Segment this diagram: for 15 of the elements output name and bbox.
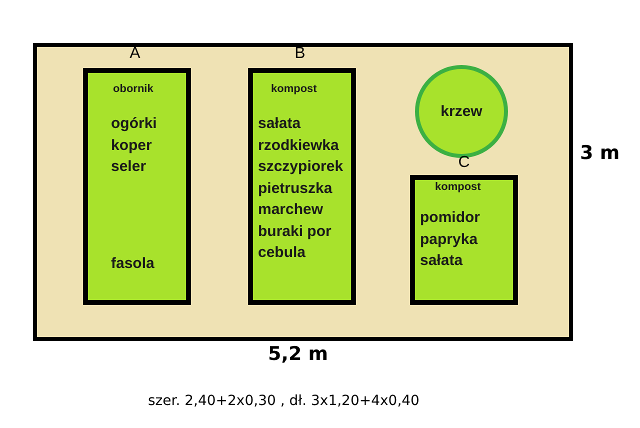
- bed-letter: A: [128, 45, 142, 63]
- plant-list: krzew: [440, 100, 482, 122]
- dimension-label: 5,2 m: [268, 343, 328, 365]
- plant-list: sałata rzodkiewka szczypiorek pietruszka marchew buraki por cebula: [258, 113, 344, 264]
- fertilizer-label: obornik: [113, 83, 154, 95]
- plant-list: pomidor papryka sałata: [420, 207, 480, 272]
- bed-letter: B: [294, 45, 306, 63]
- dimension-label: 3 m: [580, 142, 620, 164]
- garden-plot: [33, 43, 573, 341]
- formula-note: szer. 2,40+2x0,30 , dł. 3x1,20+4x0,40: [148, 393, 420, 409]
- plant-list: fasola: [111, 253, 154, 274]
- fertilizer-label: kompost: [435, 181, 481, 193]
- plant-list: ogórki koper seler: [111, 113, 157, 178]
- fertilizer-label: kompost: [271, 83, 317, 95]
- bed-letter: C: [457, 154, 471, 172]
